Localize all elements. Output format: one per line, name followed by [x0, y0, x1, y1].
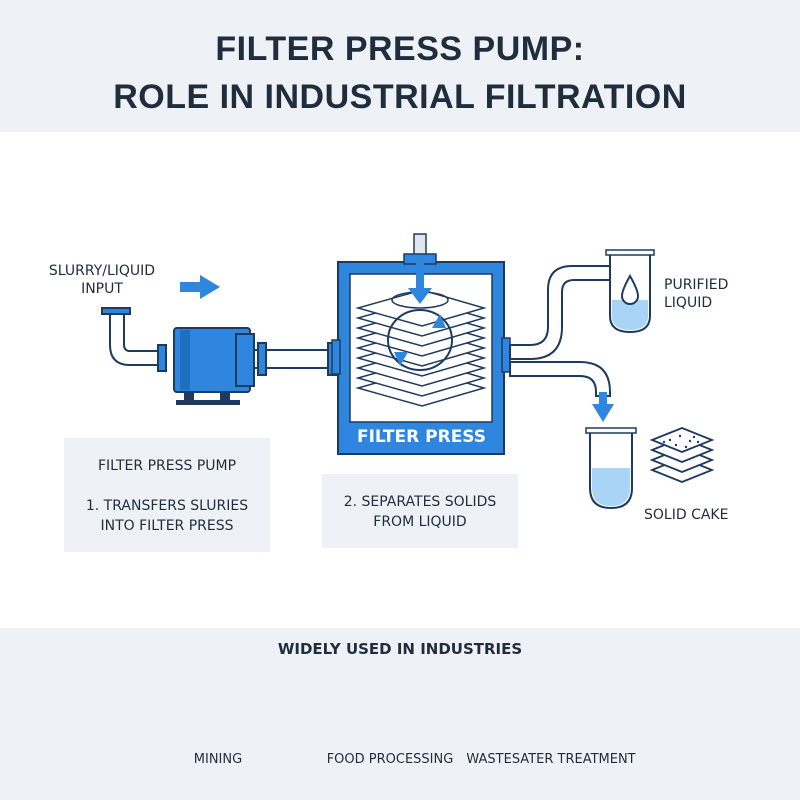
filtrate-pipe [509, 265, 613, 360]
industries-band [0, 628, 800, 800]
discharge-arrow-icon [592, 392, 614, 422]
input-label-line2: INPUT [81, 281, 123, 297]
industries-title: WIDELY USED IN INDUSTRIES [277, 640, 523, 658]
input-pipe [101, 307, 167, 372]
pump-step1-line2: INTO FILTER PRESS [100, 518, 234, 534]
page-title-line1: FILTER PRESS PUMP: [215, 30, 585, 68]
discharge-pipe [509, 361, 611, 397]
purified-label-line2: LIQUID [664, 295, 713, 311]
solid-cake-icon [649, 427, 715, 483]
pump-info-box [64, 438, 270, 552]
industry-label-mining: MINING [193, 752, 243, 767]
liquid-beaker-icon [585, 427, 637, 510]
header-band [0, 0, 800, 132]
filter-press-label: FILTER PRESS [356, 427, 487, 447]
purified-liquid-label: PURIFIED LIQUID [664, 276, 754, 312]
pump-step1: 1. TRANSFERS SLURIES INTO FILTER PRESS [64, 496, 270, 536]
purified-label-line1: PURIFIED [664, 277, 729, 293]
purified-liquid-beaker-icon [605, 249, 655, 334]
input-label-line1: SLURRY/LIQUID [48, 263, 156, 279]
industry-label-wastewater: WASTESATER TREATMENT [466, 752, 636, 767]
filter-press-icon [331, 233, 511, 455]
input-label: SLURRY/LIQUID INPUT [44, 262, 160, 298]
feed-pipe [253, 342, 345, 376]
press-step2-line1: 2. SEPARATES SOLIDS [343, 494, 497, 510]
solid-cake-label: SOLID CAKE [644, 507, 729, 523]
page-title-line2: ROLE IN INDUSTRIAL FILTRATION [113, 78, 687, 116]
pump-icon [173, 327, 255, 405]
industry-label-food: FOOD PROCESSING [326, 752, 454, 767]
pump-step1-line1: 1. TRANSFERS SLURIES [85, 498, 249, 514]
press-step2: 2. SEPARATES SOLIDS FROM LIQUID [322, 492, 518, 532]
input-arrow-icon [180, 275, 220, 299]
press-info-box [322, 474, 518, 548]
press-step2-line2: FROM LIQUID [373, 514, 467, 530]
pump-info-title: FILTER PRESS PUMP [97, 458, 237, 474]
